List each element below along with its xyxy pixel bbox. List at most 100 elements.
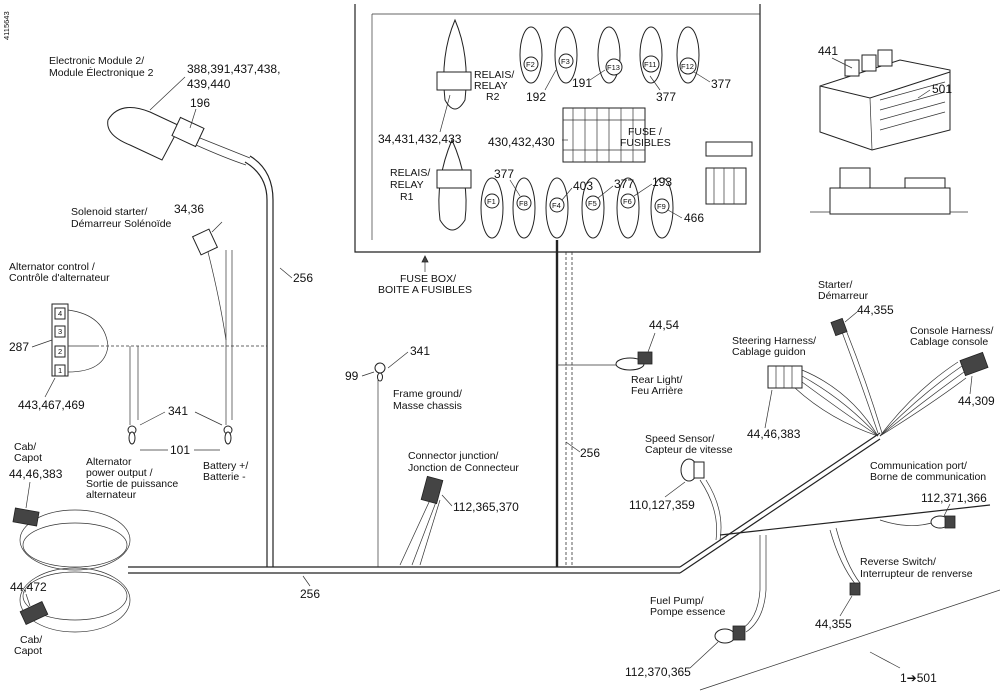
fuse-f3: F3 xyxy=(561,57,570,66)
ref-34-431: 34,431,432,433 xyxy=(378,132,462,146)
comm-port-label-1: Communication port/ xyxy=(870,460,967,472)
fuse-box-inset: 441 501 xyxy=(810,44,968,215)
junction-label-2: Jonction de Connecteur xyxy=(408,462,519,474)
ref-193: 193 xyxy=(652,175,672,189)
cab-top-label-1: Cab/ xyxy=(14,441,36,453)
reverse-switch-connector xyxy=(849,582,861,596)
alt-output-label-1: Alternator xyxy=(86,456,132,468)
alt-control-label-1: Alternator control / xyxy=(9,261,95,273)
fuse-f8: F8 xyxy=(519,199,528,208)
inset-ref-501: 501 xyxy=(932,82,952,96)
steering-refs: 44,46,383 xyxy=(747,427,801,441)
speed-sensor-refs: 110,127,359 xyxy=(629,498,695,512)
cab-harness xyxy=(12,507,131,633)
ref-403: 403 xyxy=(573,179,593,193)
ref-191: 191 xyxy=(572,76,592,90)
ref-192: 192 xyxy=(526,90,546,104)
junction-label-1: Connector junction/ xyxy=(408,450,499,462)
steering-harness-connector xyxy=(767,365,879,437)
alt-output-label-3: Sortie de puissance xyxy=(86,478,178,490)
starter-refs: 44,355 xyxy=(857,303,894,317)
ref-256-c: 256 xyxy=(300,587,320,601)
junction-refs: 112,365,370 xyxy=(453,500,519,514)
comm-port-refs: 112,371,366 xyxy=(921,491,987,505)
steering-label-1: Steering Harness/ xyxy=(732,335,816,347)
relay-r1-label-1: RELAIS/ xyxy=(390,167,430,179)
alt-pin-4: 4 xyxy=(58,309,62,318)
side-code: 4115643 xyxy=(2,11,11,40)
alt-output-label-2: power output / xyxy=(86,467,153,479)
alt-pin-3: 3 xyxy=(58,327,62,336)
battery-label-1: Battery +/ xyxy=(203,460,248,472)
fuel-pump-refs: 112,370,365 xyxy=(625,665,691,679)
relay-r1-label-2: RELAY xyxy=(390,179,424,191)
starter-label-1: Starter/ xyxy=(818,279,853,291)
fuse-box-label-1: FUSE BOX/ xyxy=(400,273,456,285)
console-label-2: Cablage console xyxy=(910,336,988,348)
module-label-1: Electronic Module 2/ xyxy=(49,55,144,67)
ref-101: 101 xyxy=(170,443,190,457)
module-ref-196: 196 xyxy=(190,96,210,110)
reverse-label-2: Interrupteur de renverse xyxy=(860,568,973,580)
fuse-holder xyxy=(705,141,753,205)
ref-1-501: 1➔501 xyxy=(900,671,937,685)
connector-junction xyxy=(399,475,444,566)
solenoid-connector xyxy=(191,221,227,341)
reverse-label-1: Reverse Switch/ xyxy=(860,556,936,568)
fuel-pump-label-1: Fuel Pump/ xyxy=(650,595,704,607)
fuse-f12: F12 xyxy=(681,62,694,71)
solenoid-label-2: Démarreur Solénoïde xyxy=(71,218,172,230)
relay-r1-label-3: R1 xyxy=(400,191,414,203)
fuse-f2: F2 xyxy=(526,60,535,69)
battery-terminal xyxy=(223,425,233,445)
solenoid-refs: 34,36 xyxy=(174,202,204,216)
alternator-terminal xyxy=(127,425,137,445)
ref-377-b: 377 xyxy=(711,77,731,91)
ref-377-a: 377 xyxy=(656,90,676,104)
comm-port-connector xyxy=(930,515,956,529)
ref-377-d: 377 xyxy=(614,177,634,191)
fuse-f9: F9 xyxy=(657,202,666,211)
alt-pin-2: 2 xyxy=(58,347,62,356)
console-harness-connector xyxy=(879,351,989,437)
relay-r2-body xyxy=(443,18,467,110)
alt-output-label-4: alternateur xyxy=(86,489,137,501)
alt-pin-1: 1 xyxy=(58,366,62,375)
fuse-f6: F6 xyxy=(623,197,632,206)
rear-light-label-1: Rear Light/ xyxy=(631,374,682,386)
fuse-f1: F1 xyxy=(487,197,496,206)
fuse-f11: F11 xyxy=(644,60,656,69)
alternator-connector: 4 3 2 1 xyxy=(51,303,109,377)
ref-377-c: 377 xyxy=(494,167,514,181)
rear-light-connector xyxy=(615,351,653,371)
starter-connector xyxy=(830,317,883,434)
comm-port-label-2: Borne de communication xyxy=(870,471,986,483)
fuel-pump-label-2: Pompe essence xyxy=(650,606,725,618)
cab-bottom-label-2: Capot xyxy=(14,645,42,657)
fuse-f13: F13 xyxy=(607,63,620,72)
fuse-box: FUSE BOX/ BOITE A FUSIBLES RELAIS/ RELAY… xyxy=(354,4,761,296)
frame-ground xyxy=(374,362,386,382)
cab-top-refs: 44,46,383 xyxy=(9,467,63,481)
alt-control-label-2: Contrôle d'alternateur xyxy=(9,272,110,284)
alt-ref-443: 443,467,469 xyxy=(18,398,85,412)
module-refs-1: 388,391,437,438, xyxy=(187,62,280,76)
cab-bottom-label-1: Cab/ xyxy=(20,634,42,646)
ref-99: 99 xyxy=(345,369,359,383)
speed-sensor-label-2: Capteur de vitesse xyxy=(645,444,733,456)
fuse-block xyxy=(562,107,646,163)
module-refs-2: 439,440 xyxy=(187,77,231,91)
main-harness xyxy=(96,155,1000,691)
relay-r2-label-1: RELAIS/ xyxy=(474,69,514,81)
fuse-label-1: FUSE / xyxy=(628,126,662,138)
rear-light-label-2: Feu Arrière xyxy=(631,385,683,397)
fuse-f4: F4 xyxy=(552,201,561,210)
ref-341-a: 341 xyxy=(168,404,188,418)
solenoid-label-1: Solenoid starter/ xyxy=(71,206,148,218)
fuse-f5: F5 xyxy=(588,199,597,208)
frame-ground-label-2: Masse chassis xyxy=(393,400,462,412)
frame-ground-label-1: Frame ground/ xyxy=(393,388,462,400)
ref-341-b: 341 xyxy=(410,344,430,358)
